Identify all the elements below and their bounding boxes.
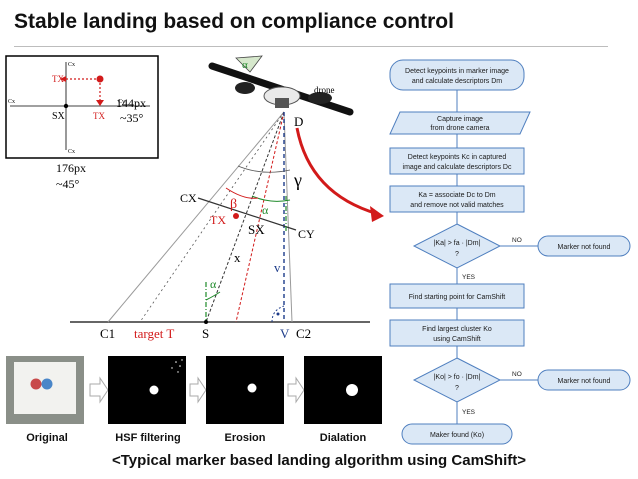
fc-b4-line2: and remove not valid matches: [410, 202, 504, 209]
pipeline-original-image: [6, 356, 84, 424]
fc-box-detect-captured: [389, 147, 525, 175]
fc-b7: Maker found (Ko): [430, 432, 484, 439]
pipeline-hsf-image: [108, 356, 186, 424]
inset-cx-bottom-label: Cx: [68, 149, 75, 155]
inset-height-deg: ~35°: [120, 111, 143, 125]
pipeline-erosion-image: [206, 356, 284, 424]
fc-d1-line2: ?: [455, 251, 459, 258]
fc-nf2: Marker not found: [558, 378, 611, 385]
inset-target-dot: [96, 75, 104, 83]
fc-no-1: NO: [512, 237, 522, 244]
drone-label: drone: [314, 85, 335, 95]
fc-b1-line1: Detect keypoints in marker image: [405, 68, 509, 75]
pipeline-label-hsf: HSF filtering: [115, 432, 181, 444]
pipeline-label-original: Original: [26, 432, 68, 444]
inset-width-deg: ~45°: [56, 177, 79, 191]
fc-box-detect-marker: [389, 59, 525, 91]
v-small-label: v: [274, 260, 281, 275]
pipeline-dialation-image: [304, 356, 382, 424]
target-point: [233, 213, 239, 219]
flow-arrow: [295, 127, 379, 216]
x-label: x: [234, 250, 241, 265]
s-label: S: [202, 326, 209, 341]
fc-yes-1: YES: [462, 274, 476, 281]
fc-d1-line1: |Ka| > fa · |Dm|: [434, 240, 481, 247]
pipeline-label-erosion: Erosion: [224, 432, 266, 444]
fc-b2-line1: Capture image: [437, 116, 483, 123]
fc-box-capture: [389, 111, 531, 135]
inset-width-px: 176px: [56, 161, 86, 175]
pipeline-label-dialation: Dialation: [319, 432, 367, 444]
alpha-top-label: α: [242, 59, 248, 71]
target-label: target T: [134, 326, 174, 341]
fc-d2-line1: |Ko| > fo · |Dm|: [434, 374, 481, 381]
fc-b6-line1: Find largest cluster Ko: [422, 326, 492, 333]
slide-caption: <Typical marker based landing algorithm …: [112, 452, 526, 469]
inset-center-dot: [63, 103, 69, 109]
title-divider: [14, 46, 608, 47]
cx-label: CX: [180, 191, 197, 205]
fc-box-associate: [389, 185, 525, 213]
inset-sx-label: SX: [52, 111, 66, 122]
inset-height-px: 144px: [116, 96, 146, 110]
pipeline-arrow-2: [189, 376, 207, 404]
sx-label: SX: [248, 222, 265, 237]
fc-b4-line1: Ka = associate Dc to Dm: [418, 192, 495, 199]
alpha-mid-label: α: [262, 203, 269, 217]
fc-b3-line1: Detect keypoints Kc in captured: [408, 154, 507, 161]
inset-cx-top-label: Cx: [68, 62, 75, 68]
fc-no-2: NO: [512, 371, 522, 378]
drone-illustration: [208, 55, 354, 116]
fc-yes-2: YES: [462, 409, 476, 416]
fc-d2-line2: ?: [455, 385, 459, 392]
fc-b1-line2: and calculate descriptors Dm: [412, 78, 502, 85]
gamma-label: γ: [293, 170, 302, 190]
inset-tx-top-label: TX: [52, 74, 64, 84]
ground-point-s: [204, 320, 208, 324]
c2-label: C2: [296, 326, 311, 341]
fc-b2-line2: from drone camera: [430, 125, 489, 132]
inset-tx-right-label: TX: [93, 111, 105, 121]
inset-cy-label: Cy: [118, 99, 125, 105]
fc-b5: Find starting point for CamShift: [409, 294, 506, 301]
c1-label: C1: [100, 326, 115, 341]
cy-label: CY: [298, 227, 315, 241]
pipeline-arrow-1: [89, 376, 109, 404]
inset-cx-left-label: Cx: [8, 99, 15, 105]
fc-nf1: Marker not found: [558, 244, 611, 251]
fc-b3-line2: image and calculate descriptors Dc: [403, 164, 512, 171]
v-label: V: [280, 326, 290, 341]
fc-b6-line2: using CamShift: [433, 336, 481, 343]
pipeline-arrow-3: [287, 376, 305, 404]
alpha-low-label: α: [210, 277, 217, 291]
slide-title: Stable landing based on compliance contr…: [14, 10, 454, 33]
fc-box-starting-point: [389, 283, 525, 309]
point-d-label: D: [294, 114, 303, 129]
beta-label: β: [230, 197, 237, 212]
tx-label: TX: [210, 213, 226, 227]
